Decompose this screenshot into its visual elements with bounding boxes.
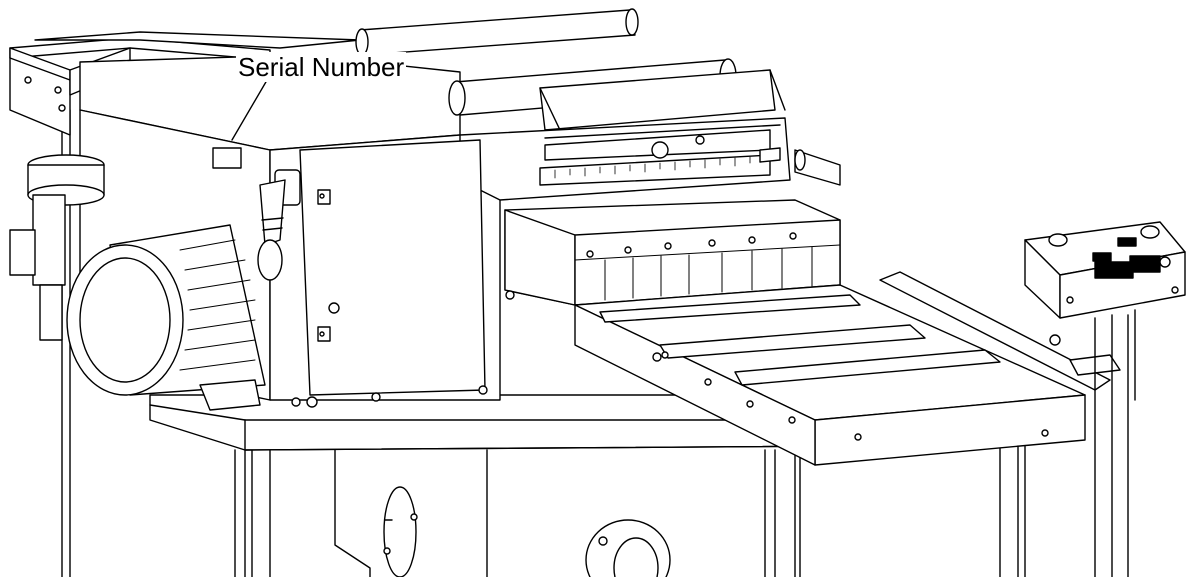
small-motor xyxy=(9,154,105,341)
serial-number-callout-line xyxy=(231,74,271,141)
discharge-conveyor xyxy=(574,271,1121,466)
motor-fins xyxy=(179,239,256,371)
cutting-head xyxy=(459,117,841,201)
side-panel xyxy=(299,139,486,396)
power-plug xyxy=(257,169,301,281)
serial-number-label: Serial Number xyxy=(236,52,407,82)
large-motor xyxy=(66,224,266,411)
scale-ticks xyxy=(554,156,751,179)
hood-slats xyxy=(574,244,841,301)
bolts xyxy=(291,290,662,408)
conveyor-hood xyxy=(504,199,841,306)
lower-cabinet xyxy=(334,449,671,577)
serial-number-plate xyxy=(212,147,242,169)
top-rollers xyxy=(355,8,786,131)
control-panel xyxy=(1024,221,1186,577)
